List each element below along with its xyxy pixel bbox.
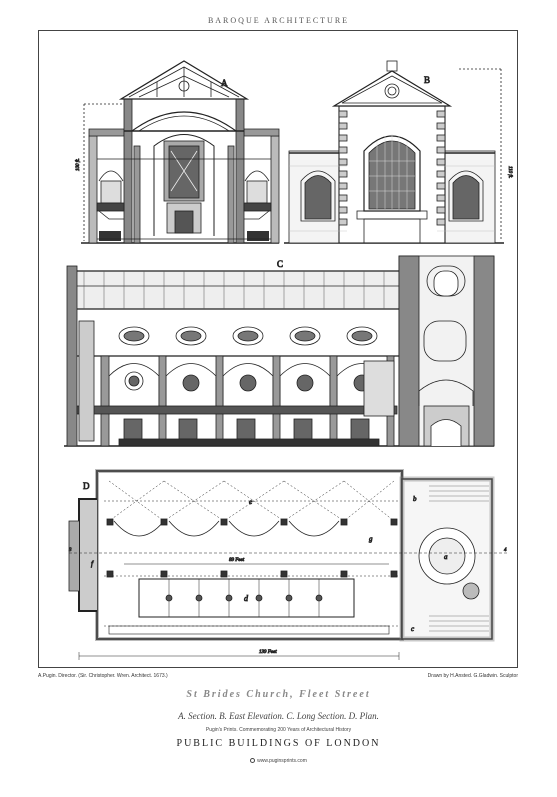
plan-room-f: f: [91, 560, 94, 568]
drawing-b-dimension: 110 ft.: [507, 166, 512, 178]
drawing-c-label: C: [277, 259, 283, 269]
website-link[interactable]: www.puginsprints.com: [257, 758, 307, 764]
architectural-drawings: A 100 ft.: [64, 60, 512, 660]
series-title: PUBLIC BUILDINGS OF LONDON: [176, 738, 381, 749]
drawing-a-label: A: [221, 78, 228, 88]
drawing-d-plan: [68, 469, 509, 660]
drawing-a-dimension: 100 ft.: [76, 158, 81, 171]
plan-axis-mark-right: 4: [504, 548, 507, 553]
plan-axis-mark-left: 3: [69, 548, 72, 553]
drawing-a-section: [81, 60, 280, 244]
plan-room-b: b: [413, 495, 417, 503]
plan-room-a: a: [444, 553, 448, 561]
plate-frame: A 100 ft.: [38, 30, 518, 668]
plate-subtitle: A. Section. B. East Elevation. C. Long S…: [178, 711, 379, 721]
drawing-b-label: B: [424, 75, 430, 85]
drawing-b-east-elevation: [284, 60, 504, 244]
plan-room-c: c: [411, 625, 415, 633]
globe-icon: [250, 758, 256, 764]
header-series-title: BAROQUE ARCHITECTURE: [207, 16, 350, 25]
credit-draftsman: Drawn by H.Ansted. G.Gladwin. Sculptor: [427, 673, 518, 679]
plan-dimension-width: 89 Feet: [229, 558, 245, 563]
plan-room-d: d: [244, 594, 249, 603]
plate-title: St Brides Church, Fleet Street: [186, 689, 371, 700]
commemoration-line: Pugin's Prints. Commemorating 200 Years …: [205, 727, 352, 733]
plan-room-e: e: [249, 498, 252, 506]
plan-room-g: g: [369, 535, 373, 543]
drawing-d-label: D: [83, 481, 90, 491]
plan-dimension-length: 139 Feet: [259, 650, 277, 655]
drawing-c-long-section: [64, 255, 495, 447]
website-line[interactable]: www.puginsprints.com: [0, 758, 557, 764]
credit-director: A.Pugin. Director. (Sir. Christopher. Wr…: [38, 673, 168, 679]
